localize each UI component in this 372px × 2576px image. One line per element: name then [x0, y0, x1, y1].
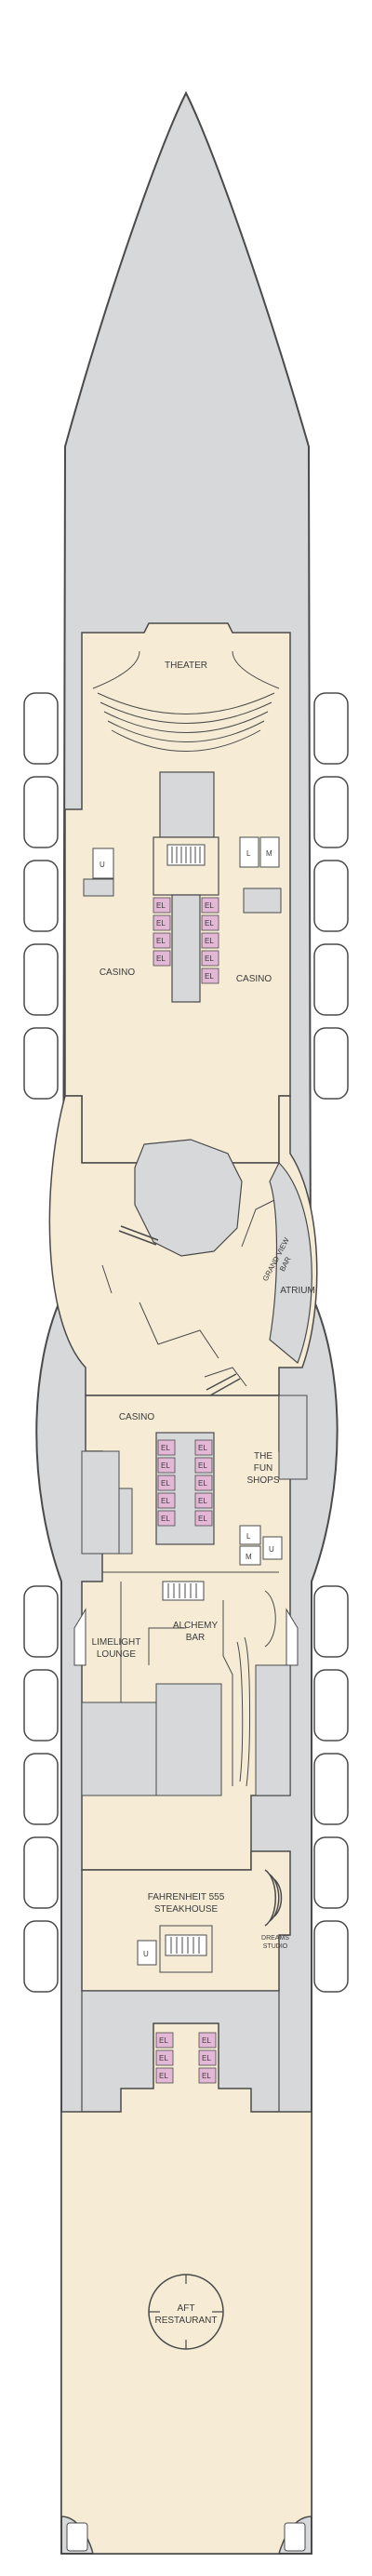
service-area-aft-left-2: [118, 1488, 133, 1555]
service-core-steakhouse: [159, 1925, 213, 1973]
restroom-ladies-label: L: [246, 849, 251, 858]
elevator-label: EL: [198, 1515, 207, 1523]
mid-wall-lines: [101, 1199, 275, 1387]
elevator-label: EL: [156, 901, 166, 910]
mid-curved-stairs: [118, 1225, 241, 1396]
lifeboats-port: [23, 692, 59, 1993]
elevator-label: EL: [161, 1479, 170, 1488]
lounge-label: LOUNGE: [97, 1649, 137, 1660]
restroom-ladies-label: L: [246, 1532, 251, 1541]
service-area-aft-left: [81, 1450, 120, 1555]
elevator-label: EL: [205, 972, 214, 981]
limelight-label: LIMELIGHT: [92, 1637, 141, 1648]
atrium-void: [269, 1161, 312, 1364]
side-pocket-port: [73, 1608, 86, 1666]
studio-label: STUDIO: [263, 1943, 288, 1950]
restroom-steakhouse: [137, 1940, 157, 1966]
central-void-mid: [134, 1139, 243, 1257]
elevator-label: EL: [205, 937, 214, 945]
elevator-label: EL: [202, 2036, 211, 2045]
elevator-label: EL: [156, 919, 166, 928]
casino-label-mid: CASINO: [119, 1412, 155, 1422]
stairs-forward: [166, 844, 206, 866]
elevators-aft-mid: EL EL EL EL EL EL EL EL EL EL: [157, 1439, 213, 1527]
elevator-label: EL: [198, 1497, 207, 1505]
fun-shops-the-label: THE: [254, 1451, 272, 1462]
restrooms-aft-mid: [239, 1525, 283, 1566]
alchemy-bar-label: BAR: [186, 1633, 206, 1643]
elevators-forward: EL EL EL EL EL EL EL EL EL: [153, 897, 219, 984]
service-area-aft-mid-2: [155, 1683, 222, 1796]
service-area-aft-mid-1: [81, 1702, 157, 1796]
elevator-label: EL: [202, 2072, 211, 2080]
stairs-steakhouse: [165, 1934, 207, 1956]
elevator-label: EL: [156, 937, 166, 945]
elevator-label: EL: [198, 1444, 207, 1452]
elevator-label: EL: [198, 1479, 207, 1488]
service-area-forward-right: [243, 888, 282, 914]
elevator-label: EL: [205, 954, 214, 963]
service-area-aft-right: [278, 1395, 308, 1480]
restroom-mens-label: M: [246, 1553, 252, 1561]
restroom-unisex-label: U: [143, 1950, 149, 1958]
service-area-aft-mid-3: [255, 1664, 291, 1796]
atrium-label: ATRIUM: [280, 1286, 315, 1296]
elevator-label: EL: [159, 2072, 168, 2080]
elevator-label: EL: [159, 2054, 168, 2062]
aft-restaurant-arcs: [149, 2275, 223, 2349]
elevator-label: EL: [159, 2036, 168, 2045]
alchemy-label: ALCHEMY: [173, 1621, 219, 1631]
restroom-mens-label: M: [266, 849, 272, 858]
service-area-forward-left: [83, 878, 114, 897]
steakhouse-label: STEAKHOUSE: [154, 1904, 219, 1915]
casino-label-forward-left: CASINO: [100, 968, 136, 978]
dreams-studio-seating: [264, 1869, 283, 1927]
fun-shops-shops-label: SHOPS: [246, 1475, 279, 1486]
elevator-label: EL: [156, 954, 166, 963]
lifeboats-starboard: [313, 692, 349, 1993]
casino-label-forward-right: CASINO: [236, 974, 272, 984]
theater-label: THEATER: [165, 661, 207, 671]
theater-seating: [92, 650, 280, 752]
elevator-label: EL: [161, 1515, 170, 1523]
service-core-forward: [159, 771, 215, 838]
elevator-label: EL: [161, 1497, 170, 1505]
stairs-aft-mid: [162, 1581, 205, 1601]
dreams-label: DREAMS: [261, 1935, 289, 1942]
elevator-label: EL: [161, 1444, 170, 1452]
fun-shops-fun-label: FUN: [254, 1463, 273, 1474]
aft-window-bays: [66, 2522, 306, 2552]
central-column-casino: [171, 894, 201, 1003]
side-pocket-starboard: [286, 1608, 299, 1666]
restaurant-label: RESTAURANT: [154, 2316, 217, 2326]
steakhouse-area: [81, 1850, 291, 1992]
elevators-aft: EL EL EL EL EL EL: [155, 2032, 217, 2084]
elevator-label: EL: [205, 901, 214, 910]
elevator-label: EL: [161, 1462, 170, 1470]
fahrenheit-label: FAHRENHEIT 555: [148, 1892, 225, 1902]
elevator-label: EL: [205, 919, 214, 928]
aft-label: AFT: [178, 2303, 195, 2314]
restroom-unisex-label: U: [100, 861, 105, 869]
elevator-label: EL: [202, 2054, 211, 2062]
restrooms-forward: [92, 836, 280, 879]
restroom-unisex-label: U: [269, 1545, 274, 1554]
elevator-label: EL: [198, 1462, 207, 1470]
